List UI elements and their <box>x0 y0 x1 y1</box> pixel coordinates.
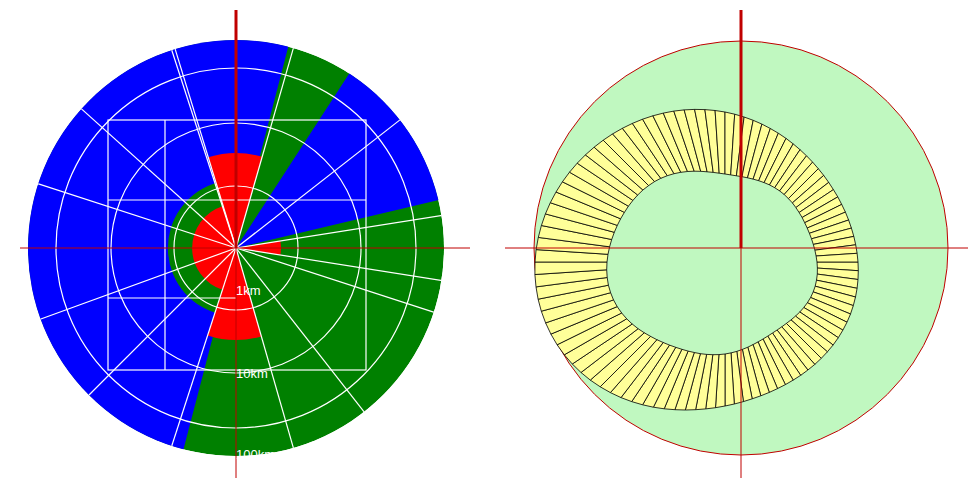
ring-cell <box>725 353 734 406</box>
axis-line <box>20 248 470 249</box>
distance-label: 10km <box>236 367 268 380</box>
yellow-ring <box>535 109 858 410</box>
radial-line <box>236 248 448 282</box>
radial-line <box>32 182 237 248</box>
radial-line <box>34 248 236 322</box>
left-map <box>0 0 460 480</box>
radial-line <box>236 116 405 248</box>
distance-label: 1km <box>236 284 261 297</box>
axis-line <box>741 248 742 478</box>
radial-line <box>236 41 295 248</box>
red-regions <box>168 153 281 340</box>
radial-line <box>236 214 448 248</box>
ring-cell <box>816 253 858 262</box>
distance-label: 100km <box>236 448 275 461</box>
ring-cell <box>535 262 607 275</box>
radial-line <box>170 248 236 453</box>
axis-line <box>740 10 743 248</box>
radial-line <box>236 248 441 314</box>
radial-line <box>236 248 295 455</box>
axis-line <box>235 10 238 248</box>
blue-sliver <box>236 20 460 248</box>
axis-line <box>505 248 968 249</box>
ring-cell <box>715 111 725 175</box>
radial-line <box>236 248 368 417</box>
radial-line <box>170 44 236 249</box>
axis-line <box>236 248 237 478</box>
radial-line <box>84 248 236 400</box>
